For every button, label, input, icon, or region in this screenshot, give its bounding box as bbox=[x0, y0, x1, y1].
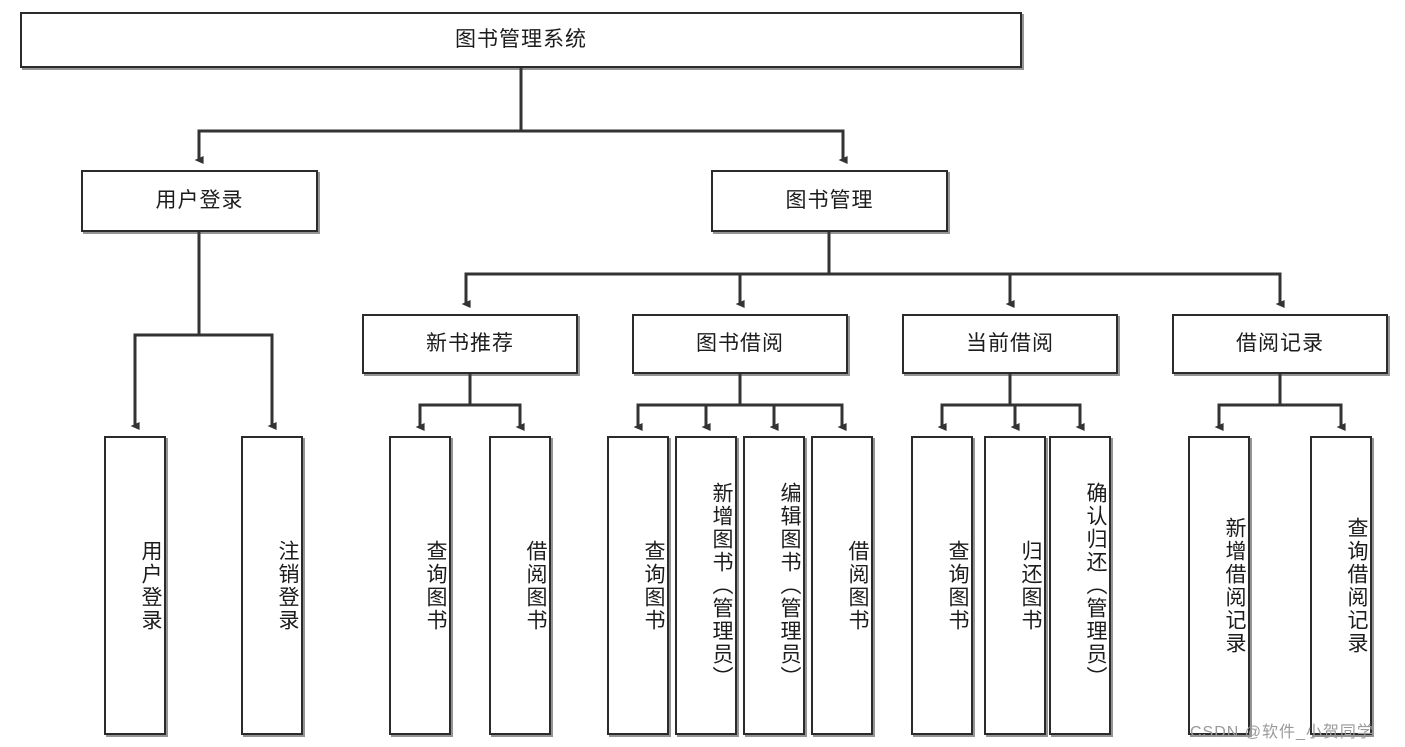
node-borrow-record[interactable]: 借阅记录 bbox=[1172, 314, 1388, 374]
leaf-add-record[interactable]: 新增借阅记录 bbox=[1188, 436, 1250, 735]
node-book-manage[interactable]: 图书管理 bbox=[711, 170, 948, 232]
leaf-user-logout-label: 注销登录 bbox=[276, 539, 299, 632]
node-user-login[interactable]: 用户登录 bbox=[81, 170, 318, 232]
leaf-add-book-label: 新增图书（管理员） bbox=[710, 482, 733, 689]
node-root-label: 图书管理系统 bbox=[455, 28, 587, 52]
node-book-manage-label: 图书管理 bbox=[785, 189, 874, 213]
leaf-return-book[interactable]: 归还图书 bbox=[984, 436, 1046, 735]
leaf-confirm-return[interactable]: 确认归还（管理员） bbox=[1049, 436, 1111, 735]
leaf-user-logout[interactable]: 注销登录 bbox=[241, 436, 303, 735]
node-book-borrow[interactable]: 图书借阅 bbox=[632, 314, 848, 374]
leaf-query-record[interactable]: 查询借阅记录 bbox=[1310, 436, 1372, 735]
leaf-borrow-book-1[interactable]: 借阅图书 bbox=[489, 436, 551, 735]
leaf-query-book-2[interactable]: 查询图书 bbox=[607, 436, 669, 735]
leaf-edit-book[interactable]: 编辑图书（管理员） bbox=[743, 436, 805, 735]
node-user-login-label: 用户登录 bbox=[155, 189, 244, 213]
leaf-query-book-1[interactable]: 查询图书 bbox=[389, 436, 451, 735]
leaf-query-book-1-label: 查询图书 bbox=[424, 539, 447, 632]
leaf-query-book-2-label: 查询图书 bbox=[642, 539, 665, 632]
node-new-book-rec-label: 新书推荐 bbox=[426, 332, 514, 356]
leaf-query-book-3[interactable]: 查询图书 bbox=[911, 436, 973, 735]
leaf-query-record-label: 查询借阅记录 bbox=[1345, 516, 1368, 655]
leaf-return-book-label: 归还图书 bbox=[1019, 539, 1042, 632]
node-current-borrow-label: 当前借阅 bbox=[966, 332, 1054, 356]
node-new-book-rec[interactable]: 新书推荐 bbox=[362, 314, 578, 374]
leaf-user-login[interactable]: 用户登录 bbox=[104, 436, 166, 735]
leaf-add-record-label: 新增借阅记录 bbox=[1223, 516, 1246, 655]
node-book-borrow-label: 图书借阅 bbox=[696, 332, 784, 356]
leaf-edit-book-label: 编辑图书（管理员） bbox=[778, 482, 801, 689]
node-root[interactable]: 图书管理系统 bbox=[20, 12, 1022, 68]
leaf-add-book[interactable]: 新增图书（管理员） bbox=[675, 436, 737, 735]
node-current-borrow[interactable]: 当前借阅 bbox=[902, 314, 1118, 374]
node-borrow-record-label: 借阅记录 bbox=[1236, 332, 1324, 356]
leaf-user-login-label: 用户登录 bbox=[139, 539, 162, 632]
csdn-watermark: CSDN @软件_小贺同学 bbox=[1190, 724, 1374, 741]
leaf-borrow-book-2-label: 借阅图书 bbox=[846, 539, 869, 632]
leaf-confirm-return-label: 确认归还（管理员） bbox=[1084, 482, 1107, 689]
leaf-borrow-book-2[interactable]: 借阅图书 bbox=[811, 436, 873, 735]
leaf-borrow-book-1-label: 借阅图书 bbox=[524, 539, 547, 632]
leaf-query-book-3-label: 查询图书 bbox=[946, 539, 969, 632]
